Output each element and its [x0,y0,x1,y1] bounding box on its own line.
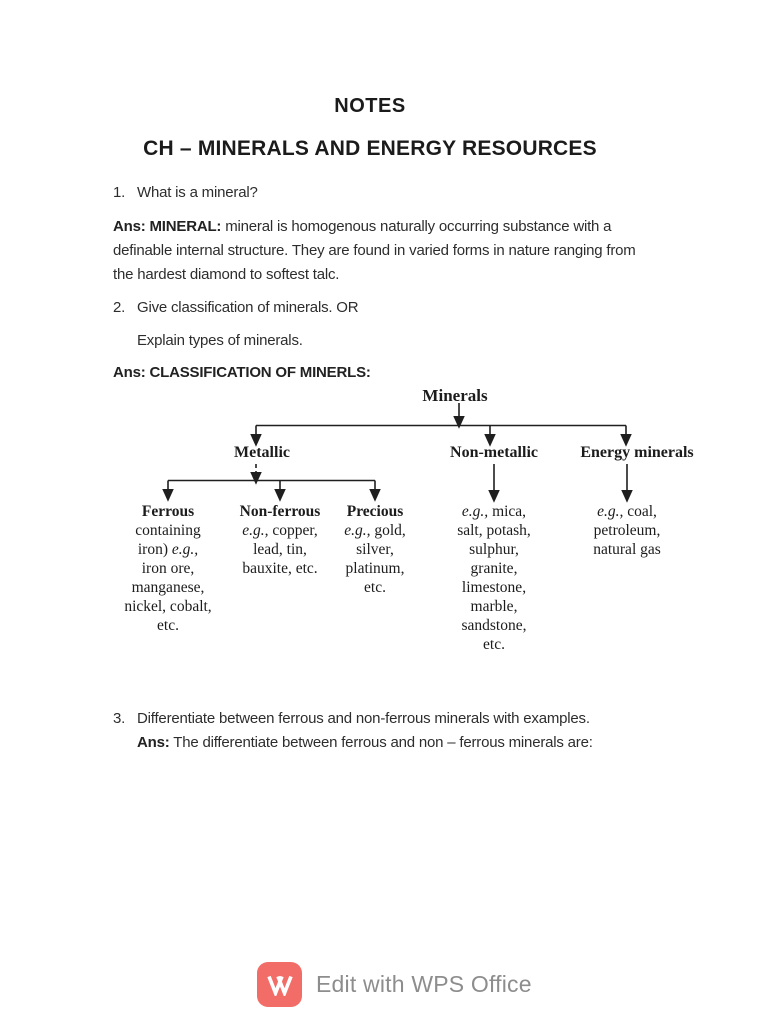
diagram-branch-energy-minerals: Energy minerals [580,444,694,461]
page-title: NOTES [334,95,406,117]
question-1-number: 1. [113,184,126,201]
question-2: 2. Give classification of minerals. OR [113,296,359,320]
question-3: 3. Differentiate between ferrous and non-… [113,707,590,731]
edit-with-wps-label: Edit with WPS Office [316,971,532,997]
diagram-branch-non-metallic: Non-metallic [450,444,538,461]
question-2-alt: Explain types of minerals. [137,332,303,349]
diagram-column-ferrous: Ferrous containing iron) e.g., iron ore,… [124,503,212,634]
diagram-column-energy-examples: e.g., coal, petroleum, natural gas [593,503,661,558]
edit-with-wps-button[interactable]: Edit with WPS Office [257,962,532,1007]
question-2-number: 2. [113,299,126,316]
question-1: 1. What is a mineral? [113,181,258,205]
classification-diagram: Minerals Metallic Non-metallic Energy mi… [0,383,768,665]
answer-1-line: the hardest diamond to softest talc. [113,266,340,283]
question-1-text: What is a mineral? [137,184,258,201]
answer-1: Ans: MINERAL: mineral is homogenous natu… [113,215,636,287]
question-3-number: 3. [113,710,126,727]
answer-1-line: definable internal structure. They are f… [113,242,636,259]
diagram-column-precious: Precious e.g., gold, silver, platinum, e… [344,503,406,596]
question-2-text: Give classification of minerals. OR [137,299,359,316]
answer-2-heading: Ans: CLASSIFICATION OF MINERLS: [113,364,371,381]
diagram-root-label: Minerals [422,386,488,405]
diagram-branch-metallic: Metallic [234,444,290,461]
diagram-column-non-ferrous: Non-ferrous e.g., copper, lead, tin, bau… [239,503,321,577]
answer-1-line: Ans: MINERAL: mineral is homogenous natu… [113,218,612,235]
answer-1-prefix: Ans: MINERAL: [113,218,222,235]
chapter-heading: CH – MINERALS AND ENERGY RESOURCES [143,137,597,160]
diagram-connector-lines [162,403,633,503]
diagram-column-non-metallic-examples: e.g., mica, salt, potash, sulphur, grani… [457,503,531,653]
answer-3: Ans: The differentiate between ferrous a… [137,734,593,751]
question-3-text: Differentiate between ferrous and non-fe… [137,710,590,727]
wps-w-glyph [266,975,293,996]
answer-3-prefix: Ans: [137,734,170,751]
wps-office-logo-icon [257,962,302,1007]
